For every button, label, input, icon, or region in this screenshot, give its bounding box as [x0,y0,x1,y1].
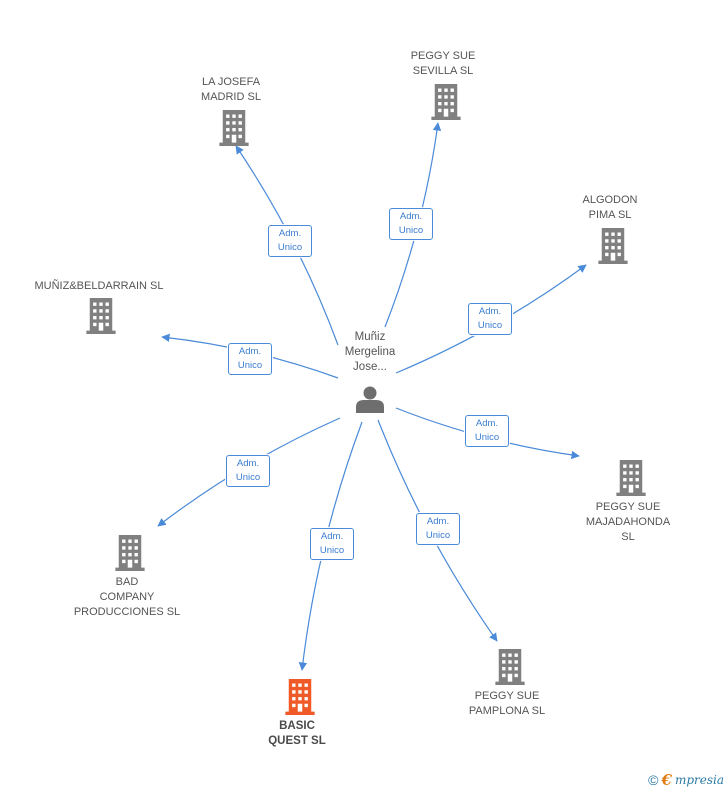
relation-badge-la-josefa: Adm. Unico [268,225,312,257]
company-name-basic-quest[interactable]: BASIC QUEST SL [268,720,326,747]
building-icon[interactable] [285,679,315,715]
company-name-munizbeldarrain[interactable]: MUÑIZ&BELDARRAIN SL [34,280,164,292]
building-icon[interactable] [495,649,525,685]
building-icon[interactable] [431,84,461,120]
building-icon[interactable] [616,460,646,496]
company-name-peggy-majadahonda[interactable]: PEGGY SUE MAJADAHONDA SL [585,501,671,543]
building-icon[interactable] [115,535,145,571]
company-name-peggy-sevilla[interactable]: PEGGY SUE SEVILLA SL [410,50,476,77]
company-name-algodon[interactable]: ALGODON PIMA SL [582,194,638,221]
relation-badge-munizbeldarrain: Adm. Unico [228,343,272,375]
relation-badge-peggy-pamplona: Adm. Unico [416,513,460,545]
brand-name: mpresia [674,773,724,787]
company-name-peggy-pamplona[interactable]: PEGGY SUE PAMPLONA SL [468,690,546,717]
building-icon[interactable] [86,298,116,334]
relation-badge-basic-quest: Adm. Unico [310,528,354,560]
relation-badge-algodon: Adm. Unico [468,303,512,335]
person-name[interactable]: Muñiz Mergelina Jose... [344,331,396,373]
building-icon[interactable] [219,110,249,146]
nodes-layer [86,84,646,715]
footer-brand[interactable]: © €mpresia [648,771,724,789]
person-icon[interactable] [356,386,384,414]
relation-badge-peggy-sevilla: Adm. Unico [389,208,433,240]
company-name-bad-company[interactable]: BAD COMPANY PRODUCCIONES SL [73,576,181,618]
building-icon[interactable] [598,228,628,264]
relation-badge-peggy-majadahonda: Adm. Unico [465,415,509,447]
copyright-symbol: © [648,772,659,788]
company-name-la-josefa[interactable]: LA JOSEFA MADRID SL [201,76,261,103]
empresia-logo-icon: € [661,771,672,789]
relation-badge-bad-company: Adm. Unico [226,455,270,487]
